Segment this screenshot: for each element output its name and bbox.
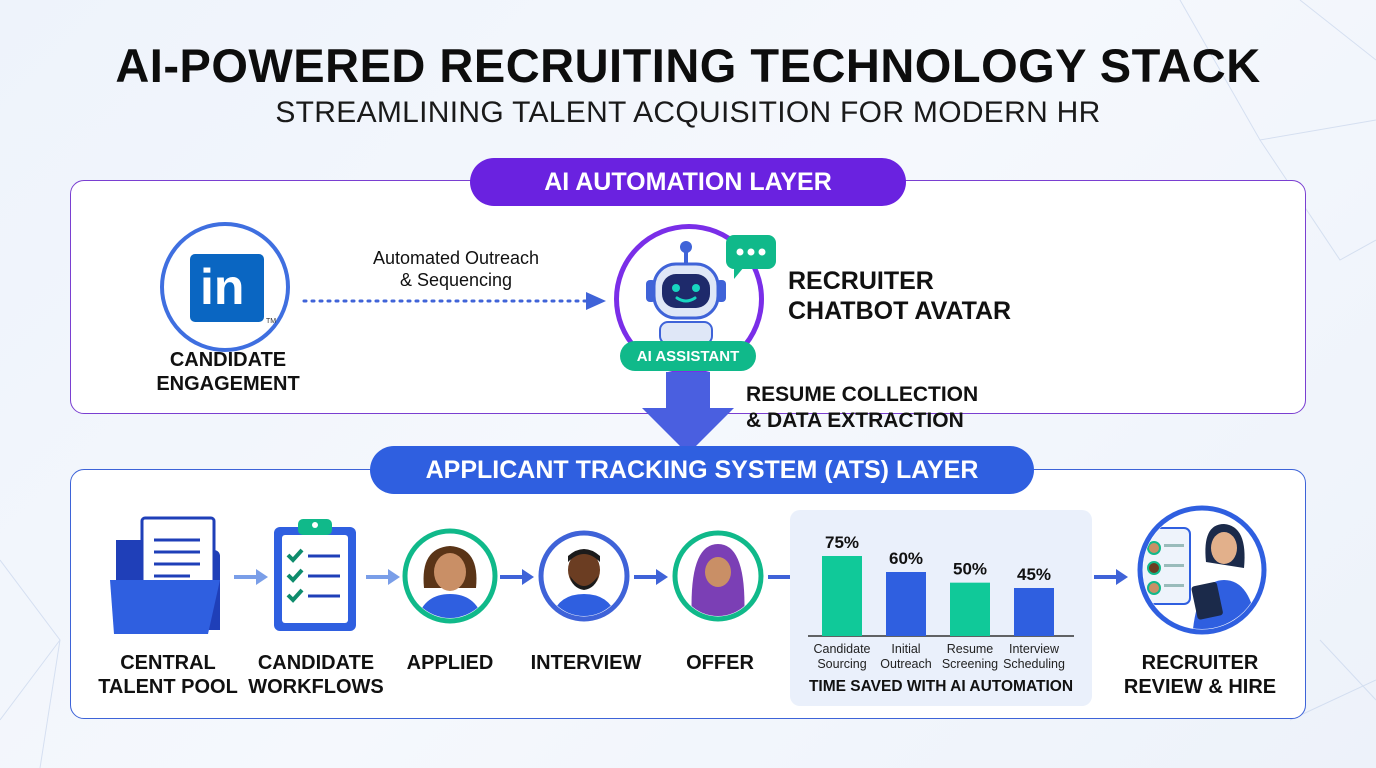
flow-arrow-2 <box>366 569 400 585</box>
flow-arrow-4 <box>634 569 668 585</box>
bar-1 <box>886 572 926 636</box>
bar-category-label-1-0: Initial <box>891 642 920 656</box>
outreach-arrow <box>302 292 606 310</box>
bar-value-label-3: 45% <box>1017 565 1051 584</box>
bar-value-label-2: 50% <box>953 560 987 579</box>
offer-avatar-icon <box>672 530 764 622</box>
linkedin-icon: in <box>190 254 264 322</box>
bar-value-label-1: 60% <box>889 549 923 568</box>
candidate-engagement-label: CANDIDATE ENGAGEMENT <box>156 349 300 395</box>
bar-category-label-0-0: Candidate <box>814 642 871 656</box>
flow-arrow-1 <box>234 569 268 585</box>
ai-assistant-badge: AI ASSISTANT <box>620 341 756 371</box>
recruiter-avatar-icon <box>1137 505 1267 635</box>
chart-title: TIME SAVED WITH AI AUTOMATION <box>808 678 1074 695</box>
stage-label-talent-pool: CENTRAL TALENT POOL <box>98 652 238 698</box>
page-subtitle: STREAMLINING TALENT ACQUISITION FOR MODE… <box>275 96 1101 129</box>
bar-0 <box>822 556 862 636</box>
bar-2 <box>950 582 990 636</box>
clipboard-checklist-icon <box>274 519 356 631</box>
page-title: AI-POWERED RECRUITING TECHNOLOGY STACK <box>115 39 1261 92</box>
stage-label-review-hire: RECRUITER REVIEW & HIRE <box>1123 652 1277 698</box>
folder-icon <box>110 516 220 634</box>
flow-arrow-6 <box>1094 569 1128 585</box>
chatbot-label: RECRUITER CHATBOT AVATAR <box>788 267 1012 325</box>
stage-label-applied: APPLIED <box>406 652 494 674</box>
bar-value-label-0: 75% <box>825 533 859 552</box>
bar-3 <box>1014 588 1054 636</box>
interviewee-avatar-icon <box>538 530 630 622</box>
stage-label-workflows: CANDIDATE WORKFLOWS <box>248 652 384 698</box>
bar-category-label-3-0: Interview <box>1009 642 1060 656</box>
stage-label-interview: INTERVIEW <box>530 652 642 674</box>
robot-icon <box>646 241 726 344</box>
bar-category-label-1-1: Outreach <box>880 657 931 671</box>
bar-category-label-0-1: Sourcing <box>817 657 866 671</box>
chat-bubble-icon <box>726 235 776 279</box>
outreach-label: Automated Outreach & Sequencing <box>372 248 540 290</box>
bar-category-label-2-1: Screening <box>942 657 998 671</box>
linkedin-tm: TM <box>266 318 277 325</box>
stage-label-offer: OFFER <box>686 652 754 674</box>
applicant-avatar-icon <box>402 528 498 624</box>
ats-layer-header: APPLICANT TRACKING SYSTEM (ATS) LAYER <box>370 446 1034 494</box>
resume-transfer-arrow <box>642 372 734 454</box>
bar-category-label-2-0: Resume <box>947 642 994 656</box>
bar-category-label-3-1: Scheduling <box>1003 657 1065 671</box>
flow-arrow-3 <box>500 569 534 585</box>
ai-layer-header: AI AUTOMATION LAYER <box>470 158 906 206</box>
resume-collection-label: RESUME COLLECTION & DATA EXTRACTION <box>746 383 979 432</box>
linkedin-logo-text: in <box>200 259 245 315</box>
